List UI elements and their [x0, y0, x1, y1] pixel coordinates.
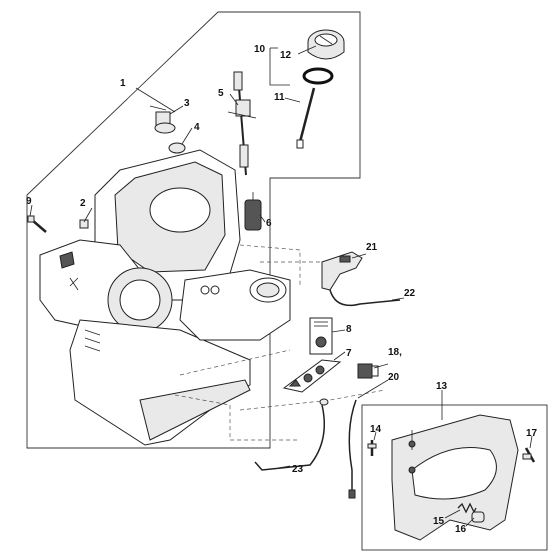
nut-part-2	[79, 219, 89, 229]
throttle-cable	[329, 289, 401, 307]
fuel-cap	[307, 29, 345, 60]
screw-part-17	[522, 447, 536, 463]
wire-connector	[348, 489, 356, 499]
callout-3: 3	[184, 98, 190, 109]
carrying-frame	[391, 414, 519, 541]
callout-22: 22	[404, 288, 416, 299]
callout-4: 4	[194, 122, 200, 133]
throttle-trigger	[321, 251, 363, 291]
callout-13: 13	[436, 381, 448, 392]
callout-2: 2	[80, 198, 86, 209]
callout-15: 15	[433, 516, 445, 527]
callout-5: 5	[218, 88, 224, 99]
callout-7: 7	[346, 348, 352, 359]
stop-switch	[357, 363, 379, 379]
callout-6: 6	[266, 218, 272, 229]
callout-11: 11	[274, 92, 285, 103]
fuel-filter	[244, 192, 262, 231]
callout-17: 17	[526, 428, 538, 439]
leader-lines	[29, 45, 533, 527]
screw-part-9	[27, 215, 47, 233]
connection-line-4	[174, 394, 300, 441]
blower-housing	[39, 149, 291, 446]
ground-wire	[254, 404, 325, 471]
callout-23: 23	[292, 464, 304, 475]
carrying-frame-group-box	[361, 404, 548, 551]
warning-label-7	[282, 359, 342, 393]
spring-part-15	[457, 502, 477, 514]
callout-20: 20	[388, 372, 400, 383]
grommet-part-4	[168, 142, 186, 154]
fuel-pickup	[296, 87, 316, 149]
cap-part-16	[471, 511, 485, 523]
callout-1: 1	[120, 78, 126, 89]
bracket-10	[269, 48, 290, 86]
callout-12: 12	[280, 50, 292, 61]
screw-part-14	[367, 440, 377, 456]
callout-14: 14	[370, 424, 382, 435]
callout-16: 16	[455, 524, 467, 535]
callout-9: 9	[26, 196, 32, 207]
valve-part-3	[149, 105, 176, 134]
wire-terminal	[319, 398, 329, 406]
callout-21: 21	[366, 242, 378, 253]
housing-assembly-frame	[26, 11, 361, 449]
switch-wire	[348, 399, 357, 492]
connection-line-3	[179, 349, 291, 376]
o-ring	[302, 67, 334, 85]
warning-label-8	[309, 317, 333, 355]
connection-line-5	[239, 389, 386, 411]
callout-10: 10	[254, 44, 266, 55]
callout-18: 18,	[388, 347, 402, 358]
fuel-line-assembly	[227, 71, 257, 176]
callout-8: 8	[346, 324, 352, 335]
